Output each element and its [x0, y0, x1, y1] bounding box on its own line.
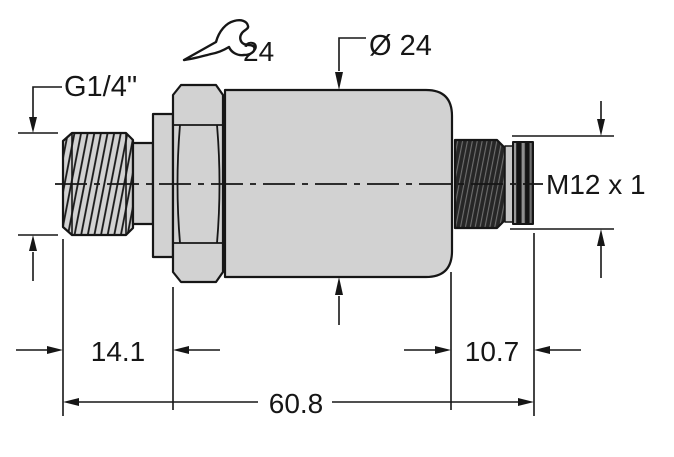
thread-length-dimension: 14.1: [91, 336, 146, 367]
dimension-arrowheads: [29, 72, 605, 406]
wrench-size-label: 24: [243, 36, 274, 67]
process-thread-label: G1/4": [64, 71, 137, 103]
connector-collar-shape: [512, 141, 534, 225]
open-end-wrench-icon: [182, 19, 256, 62]
overall-length-dimension: 60.8: [269, 388, 324, 419]
dimension-lines: [16, 37, 614, 416]
connector-thread-label: M12 x 1: [546, 169, 646, 200]
connector-length-dimension: 10.7: [465, 336, 520, 367]
body-diameter-label: Ø 24: [369, 30, 432, 62]
sealing-washer-shape: [151, 112, 175, 259]
